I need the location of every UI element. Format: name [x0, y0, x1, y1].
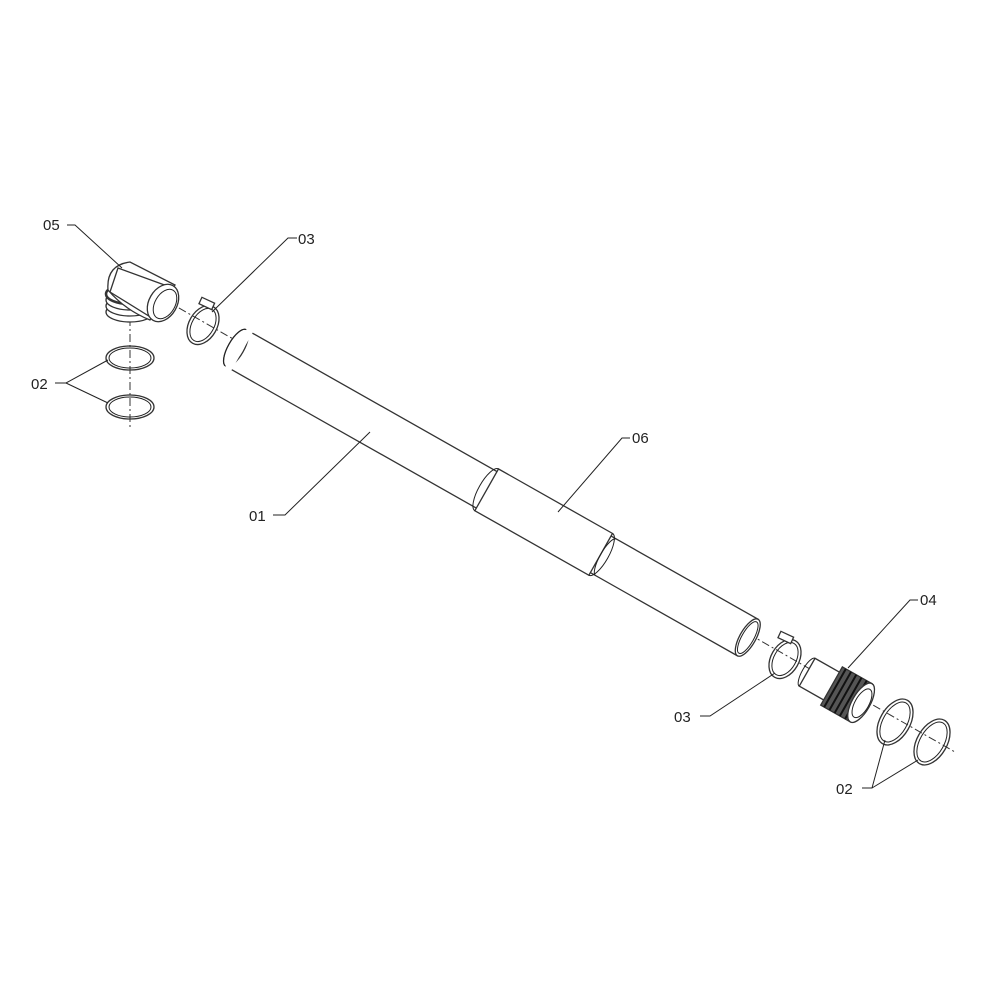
leader-lines [55, 224, 919, 789]
o-rings-02-left [105, 345, 155, 420]
sleeve-06 [472, 468, 617, 577]
threaded-fitting-04 [797, 657, 876, 724]
o-rings-02-right [876, 698, 951, 766]
hose-clamp-03-left [186, 296, 220, 346]
elbow-fitting-05 [104, 261, 180, 323]
label-02-right: 02 [836, 781, 853, 798]
hose-clamp-03-right [768, 630, 802, 680]
label-02-left: 02 [31, 376, 48, 393]
label-04: 04 [920, 592, 937, 609]
label-03-right: 03 [674, 709, 691, 726]
label-01: 01 [249, 508, 266, 525]
tube-01 [222, 328, 761, 657]
tube-right-end [734, 618, 761, 657]
label-03-left: 03 [298, 231, 315, 248]
label-06: 06 [632, 430, 649, 447]
label-05: 05 [43, 217, 60, 234]
